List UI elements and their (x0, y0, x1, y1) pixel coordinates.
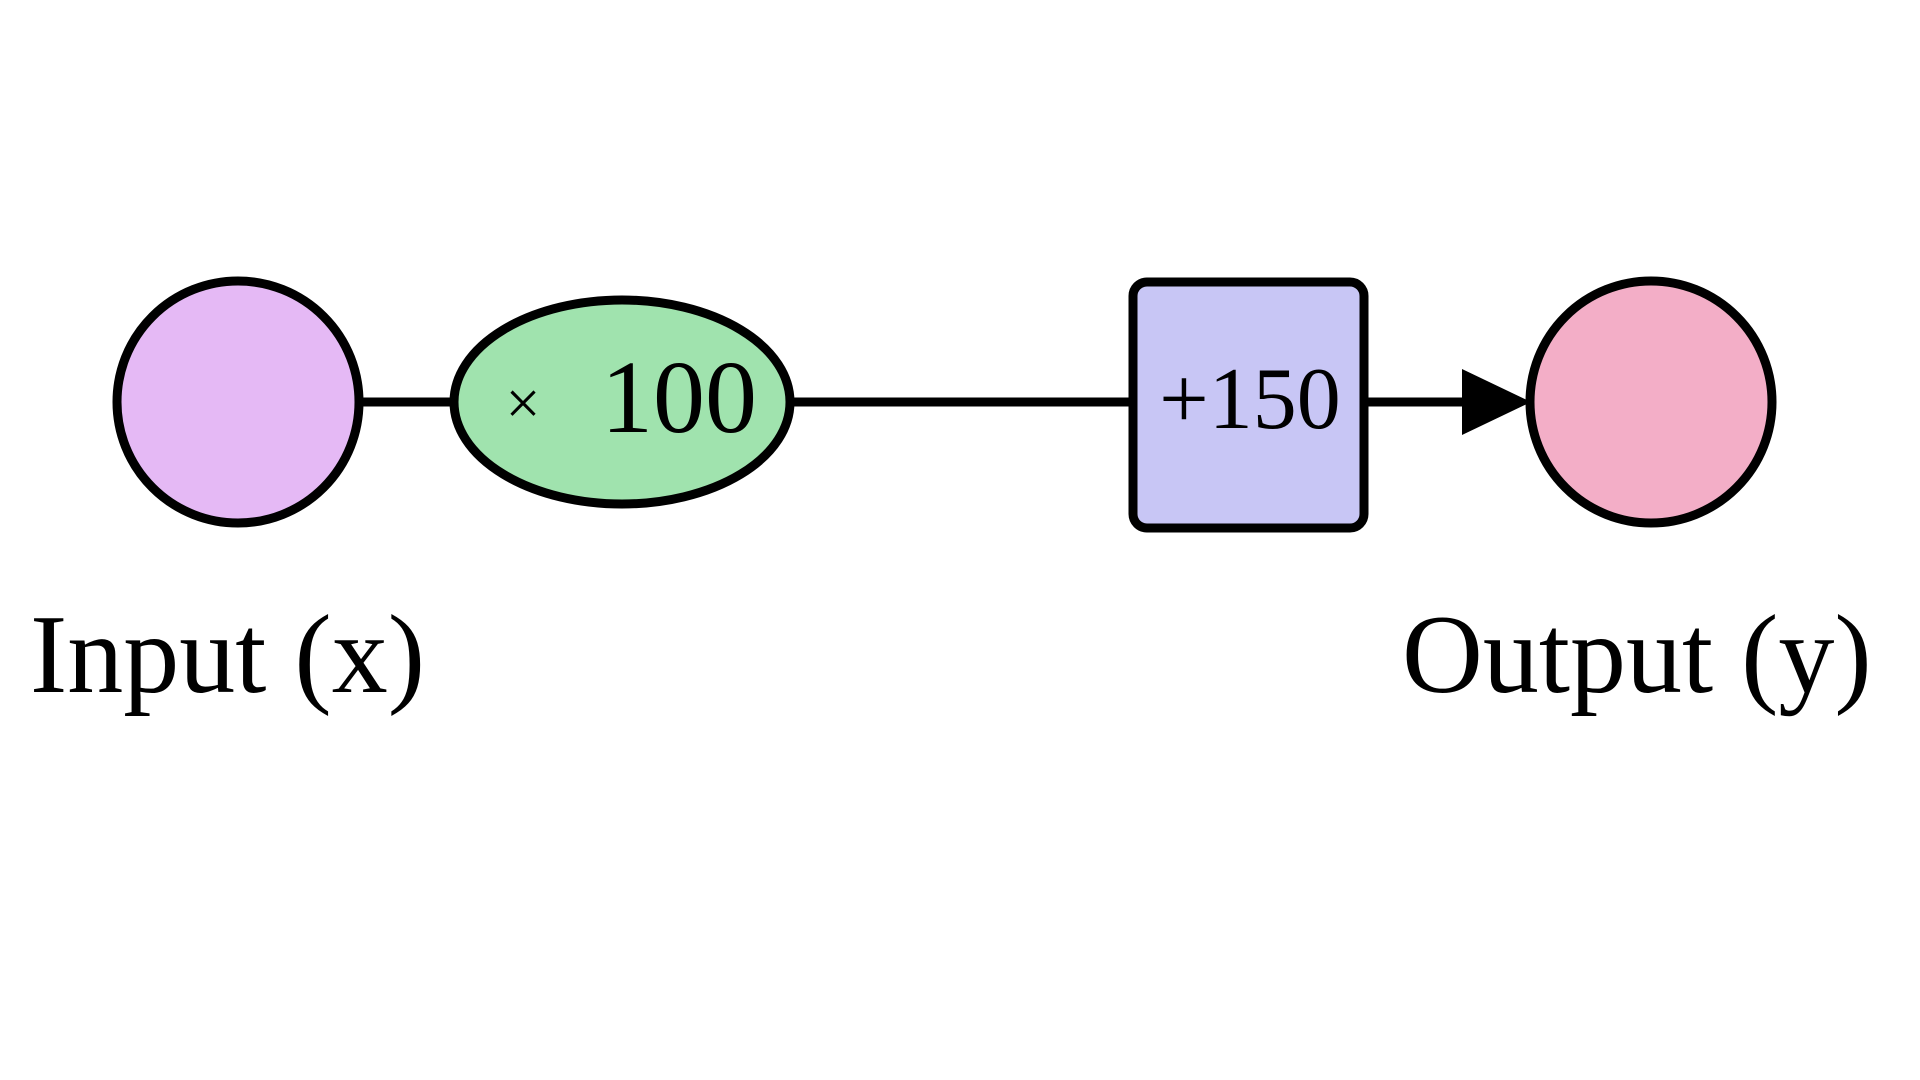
arrow-head-icon (1462, 369, 1531, 435)
add-value-label: +150 (1159, 351, 1341, 448)
node-output-circle[interactable] (1525, 276, 1777, 528)
multiply-operator-symbol: × (506, 370, 541, 438)
node-add-box[interactable] (1128, 277, 1369, 533)
node-input-circle[interactable] (112, 276, 364, 528)
node-multiply-ellipse[interactable] (449, 295, 795, 509)
multiply-value-label: 100 (601, 340, 757, 455)
caption-input: Input (x) (30, 593, 425, 717)
caption-output: Output (y) (1402, 593, 1872, 717)
